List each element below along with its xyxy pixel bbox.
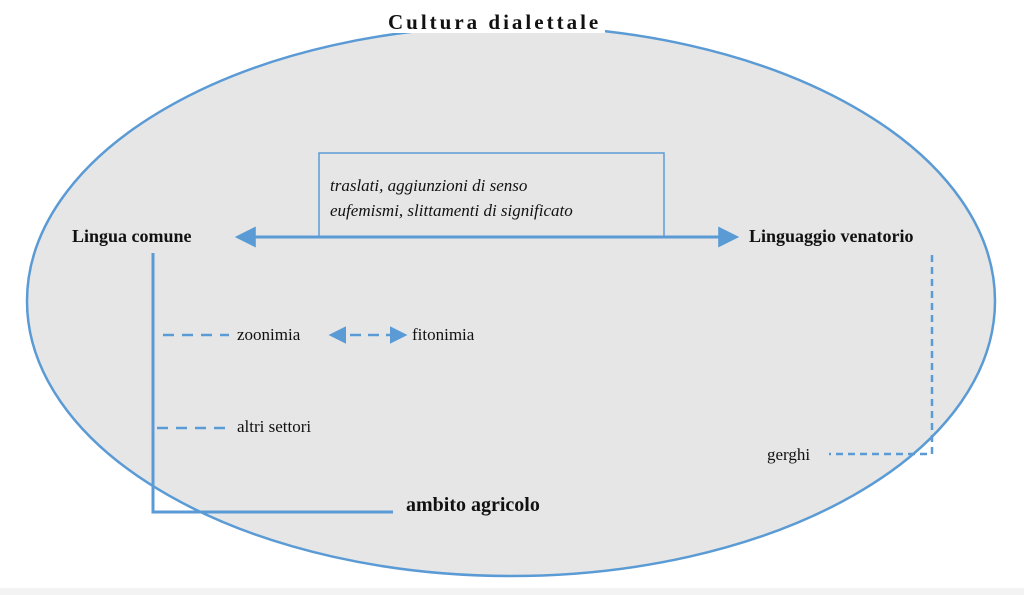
node-altri-settori: altri settori: [237, 417, 312, 436]
relation-text-line-2: eufemismi, slittamenti di significato: [330, 201, 573, 220]
relation-text-line-1: traslati, aggiunzioni di senso: [330, 176, 528, 195]
node-ambito-agricolo: ambito agricolo: [406, 494, 540, 516]
connector-ambito-agricolo: [151, 253, 393, 514]
node-lingua-comune: Lingua comune: [72, 226, 192, 246]
connector-gerghi: [829, 255, 934, 456]
node-gerghi: gerghi: [767, 445, 811, 464]
node-linguaggio-venatorio: Linguaggio venatorio: [749, 226, 914, 246]
node-fitonimia: fitonimia: [412, 325, 475, 344]
node-zoonimia: zoonimia: [237, 325, 301, 344]
relation-box: [318, 152, 665, 238]
diagram-title: Cultura dialettale: [384, 12, 606, 33]
bottom-strip: [0, 588, 1024, 595]
